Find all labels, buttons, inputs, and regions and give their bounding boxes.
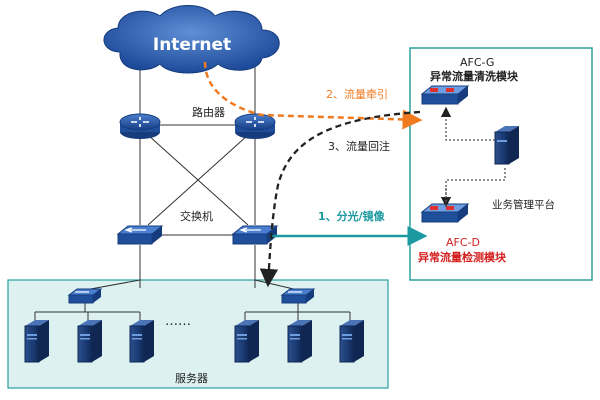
afc-g-subtitle: 异常流量清洗模块 [430, 69, 519, 83]
switch-label: 交换机 [180, 209, 213, 223]
flow-3-label: 3、流量回注 [328, 139, 390, 153]
switch-right [231, 225, 279, 245]
server-label: 服务器 [175, 372, 208, 385]
ellipsis: …… [165, 314, 191, 329]
afc-d-subtitle: 异常流量检测模块 [418, 250, 507, 264]
server-links [34, 279, 351, 324]
flow-1-label: 1、分光/镜像 [318, 209, 386, 223]
management-server [494, 126, 519, 165]
afc-d-title: AFC-D [446, 236, 480, 249]
server-switch-right [280, 288, 316, 304]
server-tower-icon [234, 320, 259, 363]
servers [24, 320, 364, 363]
network-links [139, 40, 256, 288]
router-left [119, 113, 161, 139]
flow-2-line [203, 61, 423, 130]
management-links [440, 106, 506, 208]
switch-arrows-icon [124, 227, 146, 233]
switch-arrows-icon [239, 227, 261, 233]
server-tower-icon [287, 320, 312, 363]
server-switch-left [67, 288, 103, 304]
management-label: 业务管理平台 [492, 198, 555, 211]
afc-g-device [420, 85, 470, 105]
internet-label: Internet [153, 35, 231, 55]
server-tower-icon [129, 320, 154, 363]
flow-2-label: 2、流量牵引 [326, 87, 388, 101]
router-arrows-icon [246, 117, 264, 127]
server-tower-icon [77, 320, 102, 363]
afc-d-device [420, 203, 470, 223]
afc-g-title: AFC-G [460, 56, 494, 69]
router-right [234, 113, 276, 139]
flow-3-line [259, 110, 421, 288]
router-label: 路由器 [192, 105, 225, 119]
server-tower-icon [339, 320, 364, 363]
router-arrows-icon [131, 117, 149, 127]
server-tower-icon [24, 320, 49, 363]
internet-cloud: Internet [103, 5, 280, 74]
switch-left [116, 225, 164, 245]
